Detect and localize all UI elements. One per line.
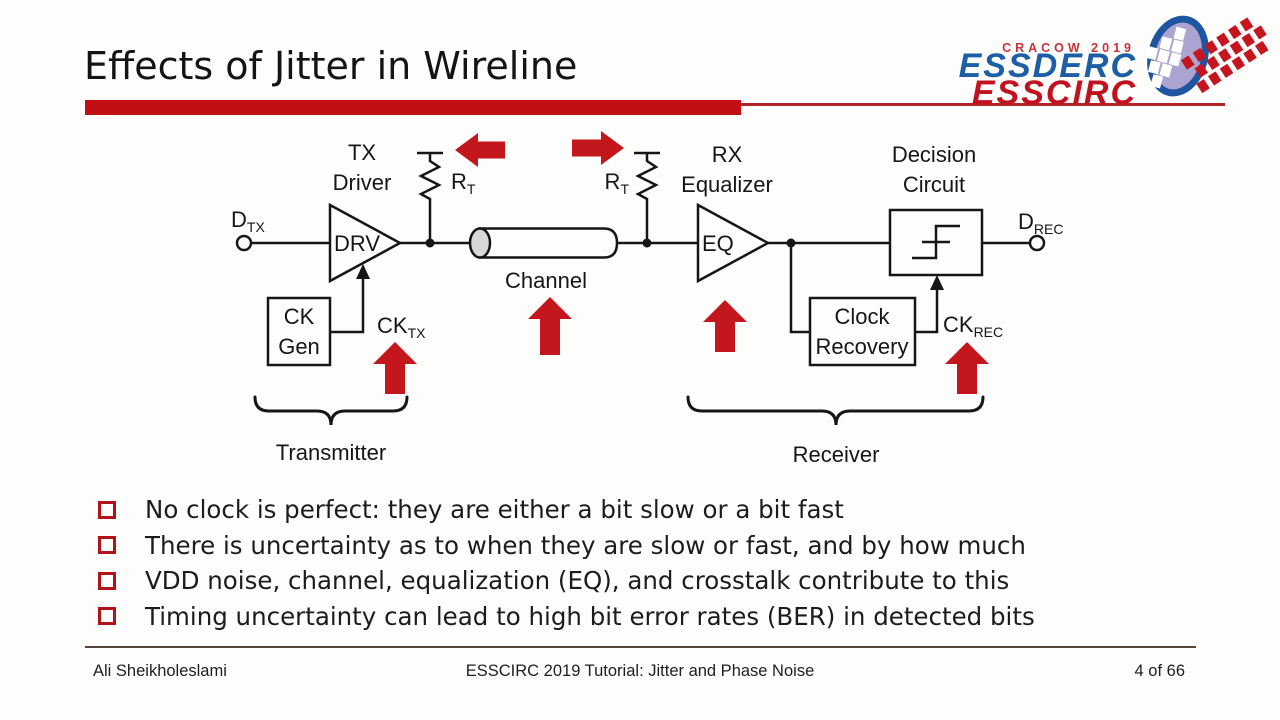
wafer-logo-icon [1145, 15, 1269, 97]
tx-driver-triangle [328, 202, 403, 284]
clock-recovery-label-1: Clock [834, 304, 890, 329]
bullet-text: There is uncertainty as to when they are… [145, 530, 1026, 560]
square-bullet-icon [98, 607, 116, 626]
junction-dot-rx [642, 238, 652, 248]
wireline-link-diagram: DRV TX Driver RT Channel RT EQ RX Eq [231, 131, 1063, 467]
square-bullet-icon [98, 500, 116, 519]
title-underline-thin [741, 103, 1225, 106]
footer-author: Ali Sheikholeslami [93, 662, 227, 680]
logo-esscirc-text: ESSCIRC [971, 74, 1137, 112]
cktx-label: CKTX [377, 313, 426, 341]
jitter-arrow-eq-icon [703, 300, 747, 352]
tx-driver-caption-1: TX [348, 140, 376, 165]
footer-divider [85, 646, 1196, 648]
ckrec-label: CKREC [943, 312, 1003, 340]
clock-recovery-label-2: Recovery [816, 334, 909, 359]
decision-caption-1: Decision [892, 142, 976, 167]
jitter-arrow-left-icon [455, 133, 505, 167]
rt-right-label: RT [605, 169, 630, 197]
decision-caption-2: Circuit [903, 172, 965, 197]
wire-ckgen-to-drv [330, 270, 365, 334]
bullet-text: No clock is perfect: they are either a b… [145, 495, 844, 525]
list-item: No clock is perfect: they are either a b… [98, 492, 1035, 528]
termination-resistor-right [634, 151, 660, 243]
transmitter-label: Transmitter [276, 440, 386, 465]
title-underline-bar [85, 100, 741, 115]
footer-tutorial-title: ESSCIRC 2019 Tutorial: Jitter and Phase … [465, 662, 815, 680]
input-terminal [235, 234, 253, 252]
transmitter-brace [253, 395, 409, 426]
list-item: VDD noise, channel, equalization (EQ), a… [98, 563, 1035, 599]
page-title: Effects of Jitter in Wireline [84, 44, 578, 88]
receiver-label: Receiver [793, 442, 880, 467]
square-bullet-icon [98, 571, 116, 590]
wire-ckrec-to-decision [915, 280, 939, 334]
receiver-brace [686, 395, 985, 426]
list-item: There is uncertainty as to when they are… [98, 528, 1035, 564]
arrowhead-ckrec [930, 275, 944, 290]
bullet-list: No clock is perfect: they are either a b… [98, 492, 1035, 634]
jitter-arrow-ckrec-icon [945, 342, 989, 394]
drv-label: DRV [334, 231, 380, 256]
jitter-arrow-right-icon [572, 131, 624, 165]
bullet-text: VDD noise, channel, equalization (EQ), a… [145, 566, 1010, 596]
drec-label: DREC [1018, 209, 1063, 237]
list-item: Timing uncertainty can lead to high bit … [98, 599, 1035, 635]
square-bullet-icon [98, 536, 116, 555]
output-terminal [1028, 234, 1046, 252]
bullet-text: Timing uncertainty can lead to high bit … [145, 601, 1035, 631]
channel-cylinder [468, 227, 619, 259]
rx-equalizer-triangle [696, 202, 771, 284]
logo-essderc-text: ESSDERC [958, 47, 1137, 85]
rt-left-label: RT [451, 169, 476, 197]
wire-to-clock-recovery [789, 243, 810, 334]
eq-label: EQ [702, 231, 734, 256]
jitter-arrow-channel-icon [528, 297, 572, 355]
slicer-symbol-icon [912, 224, 960, 260]
tx-driver-caption-2: Driver [333, 170, 392, 195]
channel-label: Channel [505, 268, 587, 293]
decision-circuit-box [888, 208, 984, 277]
junction-dot-tx [425, 238, 435, 248]
footer-page-number: 4 of 66 [1134, 662, 1185, 680]
logo-event-text: CRACOW 2019 [1002, 41, 1135, 55]
jitter-arrow-cktx-icon [373, 342, 417, 394]
termination-resistor-left [417, 151, 443, 243]
ck-gen-label-1: CK [284, 304, 315, 329]
rx-equalizer-caption-2: Equalizer [681, 172, 773, 197]
rx-equalizer-caption-1: RX [712, 142, 743, 167]
arrowhead-ckgen [356, 264, 370, 279]
ck-gen-label-2: Gen [278, 334, 320, 359]
dtx-label: DTX [231, 207, 265, 235]
